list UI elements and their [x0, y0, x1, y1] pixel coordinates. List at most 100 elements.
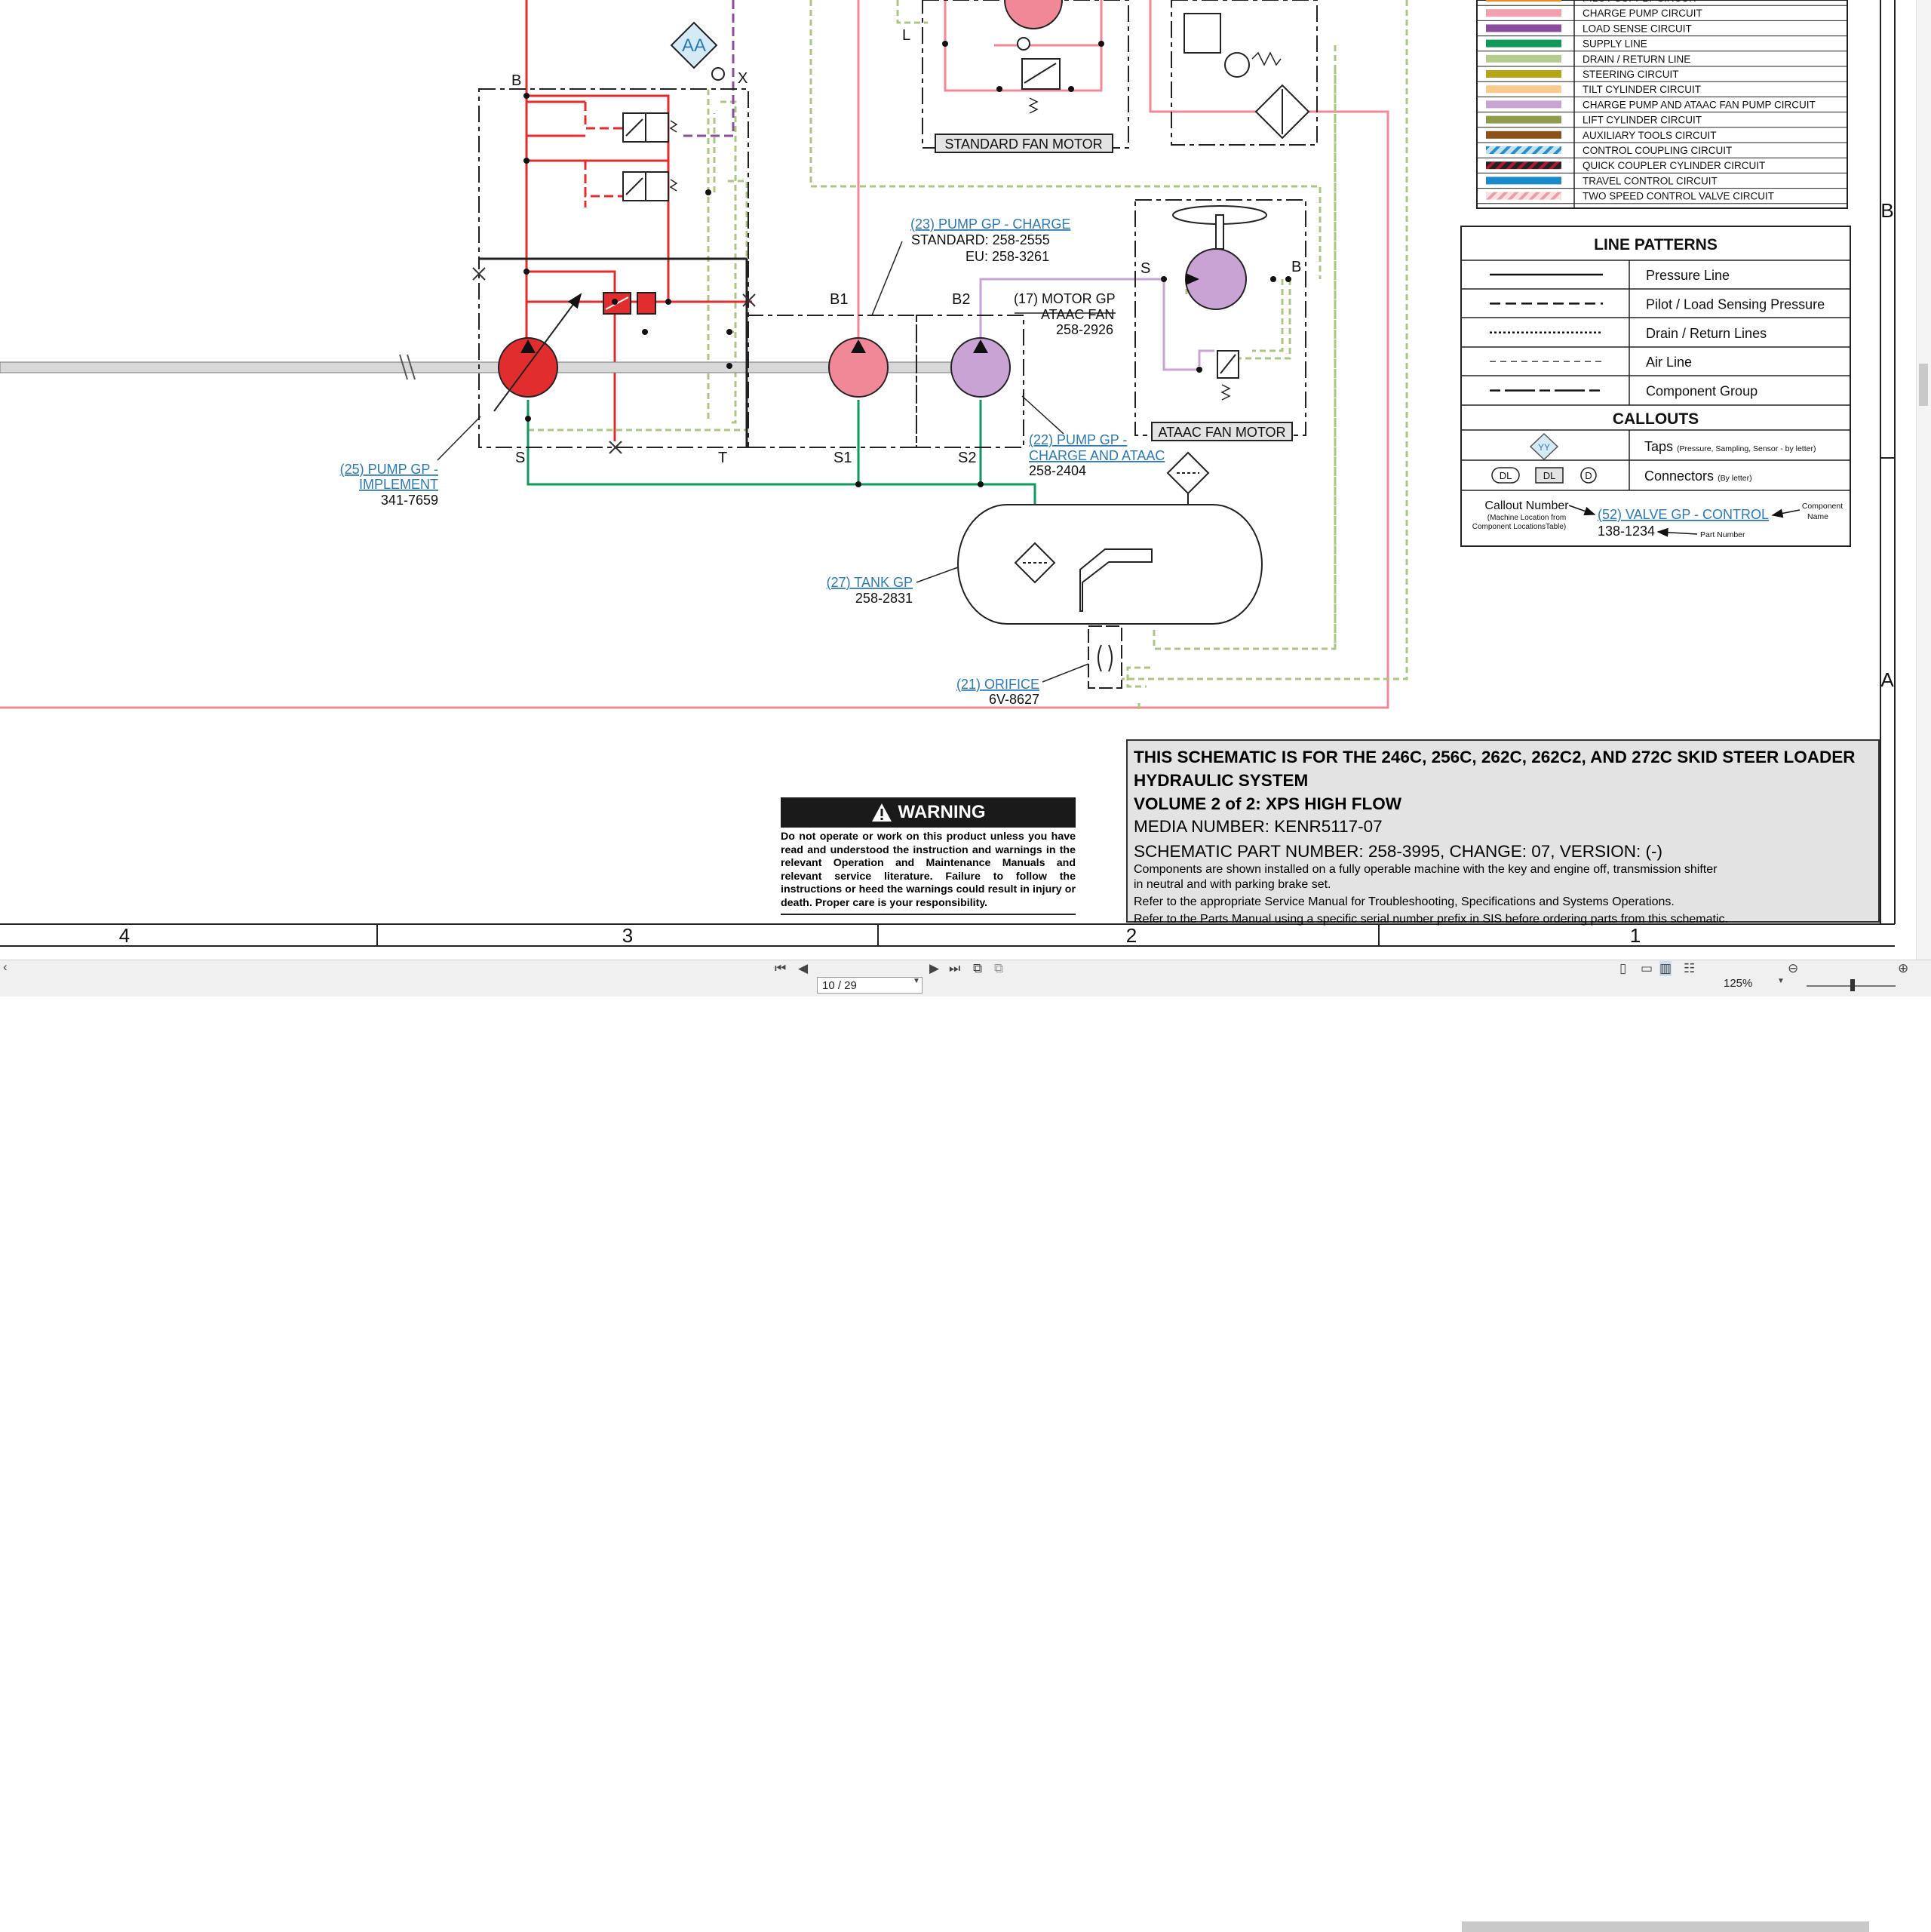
- port-s1-label: S1: [833, 450, 852, 466]
- impl-relief-valve: [603, 292, 656, 315]
- load-sense-lines: [679, 0, 735, 137]
- title-note-1: Components are shown installed on a full…: [1134, 863, 1718, 876]
- vertical-scroll-thumb[interactable]: [1919, 364, 1928, 406]
- last-page-icon[interactable]: ⏭: [949, 961, 961, 975]
- connector-d: D: [1585, 470, 1592, 481]
- single-page-icon[interactable]: ▯: [1619, 961, 1627, 975]
- line-patterns-title: LINE PATTERNS: [1594, 236, 1718, 253]
- copy-page-icon[interactable]: ⧉: [973, 961, 983, 975]
- port-b2-label: B2: [952, 291, 970, 308]
- legend-label: LIFT CYLINDER CIRCUIT: [1583, 115, 1702, 126]
- zoom-level[interactable]: 125%: [1724, 977, 1753, 990]
- sheet-border: [0, 0, 1896, 947]
- continuous-page-icon[interactable]: ▭: [1641, 961, 1653, 975]
- ataac-box-label: ATAAC FAN MOTOR: [1158, 425, 1285, 440]
- pump-charge-callout[interactable]: (23) PUMP GP - CHARGE: [910, 217, 1070, 232]
- connectors-main: Connectors: [1644, 468, 1714, 484]
- legend-swatch: [1486, 54, 1561, 63]
- legend-swatch: [1486, 85, 1561, 94]
- title-line-3: VOLUME 2 of 2: XPS HIGH FLOW: [1134, 794, 1402, 813]
- port-b-fan-label: B: [1291, 259, 1301, 275]
- horizontal-scroll-thumb[interactable]: [1462, 1921, 1869, 1932]
- legend-label: STEERING CIRCUIT: [1583, 69, 1679, 80]
- title-note-4: Refer to the Parts Manual using a specif…: [1134, 913, 1728, 926]
- pump-charge-standard: STANDARD: 258-2555: [911, 232, 1050, 247]
- ataac-fan-motor: [1151, 205, 1293, 441]
- schematic-sheet: B A 4 3 2 1: [0, 0, 1896, 947]
- callouts-title: CALLOUTS: [1613, 410, 1699, 428]
- legend-label: TWO SPEED CONTROL VALVE CIRCUIT: [1583, 191, 1774, 202]
- first-page-icon[interactable]: ⏮: [775, 961, 787, 975]
- legend-swatch: [1486, 100, 1561, 109]
- pump-impl-callout-1[interactable]: (25) PUMP GP -: [340, 462, 438, 477]
- pump-ataac-callout-1[interactable]: (22) PUMP GP -: [1029, 432, 1127, 447]
- control-valve-upper: [622, 112, 678, 143]
- legend-swatch: [1486, 70, 1561, 78]
- zone-b-label: B: [1880, 199, 1893, 222]
- port-l-label: L: [902, 27, 910, 44]
- line-pattern-label: Air Line: [1646, 355, 1692, 370]
- column-1-label: 1: [1630, 924, 1641, 947]
- legend-swatch: [1486, 131, 1561, 139]
- control-valve-lower: [622, 171, 678, 201]
- callout-number-note2: Component LocationsTable): [1472, 523, 1567, 531]
- callout-example[interactable]: (52) VALVE GP - CONTROL: [1598, 507, 1769, 522]
- two-page-continuous-icon[interactable]: ☷: [1684, 961, 1696, 975]
- pump-ataac-callout-2[interactable]: CHARGE AND ATAAC: [1029, 448, 1165, 463]
- connector-symbols: [1491, 467, 1597, 484]
- zoom-dropdown-icon[interactable]: ▼: [1777, 977, 1785, 985]
- next-page-icon[interactable]: ▶: [929, 961, 940, 975]
- compare-page-icon[interactable]: ⧉: [994, 961, 1004, 975]
- warning-header: WARNING: [781, 797, 1076, 828]
- implement-pump: [493, 293, 582, 412]
- two-page-icon[interactable]: ▥: [1659, 961, 1672, 976]
- motor-part: 258-2926: [1056, 322, 1113, 337]
- filter-assembly: [1183, 13, 1310, 140]
- legend-label: LOAD SENSE CIRCUIT: [1583, 23, 1692, 34]
- media-number: MEDIA NUMBER: KENR5117-07: [1134, 817, 1383, 836]
- scroll-left-icon[interactable]: ‹: [3, 960, 8, 974]
- title-block: THIS SCHEMATIC IS FOR THE 246C, 256C, 26…: [1126, 739, 1880, 926]
- component-name-label-2: Name: [1807, 512, 1828, 521]
- port-s2-label: S2: [958, 450, 976, 466]
- ataac-pump: [950, 337, 1011, 398]
- warning-box: WARNING Do not operate or work on this p…: [781, 797, 1076, 915]
- pump-ataac-part: 258-2404: [1029, 463, 1086, 478]
- legend-swatch: [1486, 192, 1561, 200]
- component-groups: [478, 0, 1318, 448]
- tank-callout[interactable]: (27) TANK GP: [827, 575, 913, 590]
- page-number-input[interactable]: 10 / 29: [817, 977, 923, 994]
- legend-swatch: [1486, 161, 1561, 170]
- legend-label: TRAVEL CONTROL CIRCUIT: [1583, 175, 1718, 186]
- orifice-symbol: [1088, 625, 1122, 689]
- zone-a-label: A: [1880, 668, 1894, 691]
- legend-label: CONTROL COUPLING CIRCUIT: [1583, 145, 1732, 156]
- hydraulic-tank: [957, 504, 1263, 625]
- port-s-fan-label: S: [1140, 260, 1150, 277]
- component-name-label-1: Component: [1802, 502, 1843, 511]
- port-t-label: T: [718, 450, 727, 466]
- connectors-note: (By letter): [1718, 474, 1752, 483]
- taps-symbol: [1529, 432, 1559, 461]
- zoom-slider-thumb[interactable]: [1850, 979, 1855, 991]
- check-symbol: [711, 67, 725, 81]
- pump-impl-callout-2[interactable]: IMPLEMENT: [359, 477, 438, 492]
- plugged-ports: [472, 267, 756, 454]
- callout-number-label: Callout Number: [1484, 499, 1569, 512]
- orifice-callout[interactable]: (21) ORIFICE: [956, 677, 1039, 692]
- prev-page-icon[interactable]: ◀: [798, 961, 809, 975]
- legend-label: SUPPLY LINE: [1583, 38, 1647, 50]
- title-line-1: THIS SCHEMATIC IS FOR THE 246C, 256C, 26…: [1134, 748, 1856, 766]
- legend-label: PILOT SUPPLY CIRCUIT: [1583, 0, 1698, 4]
- supply-lines: [526, 400, 1036, 543]
- pump-impl-part: 341-7659: [381, 493, 438, 508]
- motor-callout-1: (17) MOTOR GP: [1014, 291, 1116, 306]
- zoom-in-icon[interactable]: ⊕: [1898, 961, 1909, 975]
- vertical-scrollbar[interactable]: [1916, 0, 1931, 960]
- page-dropdown-icon[interactable]: ▼: [913, 977, 920, 985]
- title-note-3: Refer to the appropriate Service Manual …: [1134, 895, 1675, 908]
- legend-swatch: [1486, 9, 1561, 17]
- part-example: 138-1234: [1598, 524, 1655, 539]
- zoom-out-icon[interactable]: ⊖: [1788, 961, 1799, 975]
- line-pattern-label: Pilot / Load Sensing Pressure: [1646, 296, 1825, 312]
